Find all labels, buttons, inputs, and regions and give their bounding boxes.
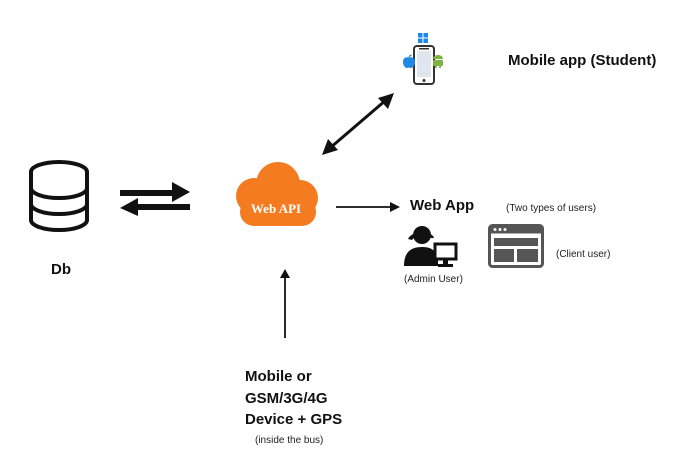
admin-user-label: (Admin User) [404, 274, 463, 285]
api-mobile-arrow [322, 93, 394, 155]
web-app-label: Web App [410, 197, 475, 214]
device-line-1: Mobile or [245, 368, 312, 385]
device-line-2: GSM/3G/4G [245, 390, 328, 407]
mobile-app-label: Mobile app (Student) [508, 52, 657, 69]
db-api-exchange-arrows [120, 182, 190, 216]
web-app-user-types-note: (Two types of users) [506, 203, 597, 214]
api-webapp-arrow [336, 202, 400, 212]
web-api-label: Web API [250, 201, 302, 216]
cloud-icon [236, 162, 318, 226]
db-label: Db [51, 261, 71, 278]
device-api-arrow [280, 269, 290, 338]
client-user-label: (Client user) [556, 249, 611, 260]
browser-window-icon [488, 224, 544, 268]
apple-icon [403, 54, 415, 68]
windows-icon [418, 33, 428, 43]
device-location-note: (inside the bus) [255, 435, 324, 446]
android-icon [433, 55, 443, 68]
device-line-3: Device + GPS [245, 411, 343, 428]
admin-user-icon [404, 226, 458, 267]
database-icon [29, 160, 89, 232]
